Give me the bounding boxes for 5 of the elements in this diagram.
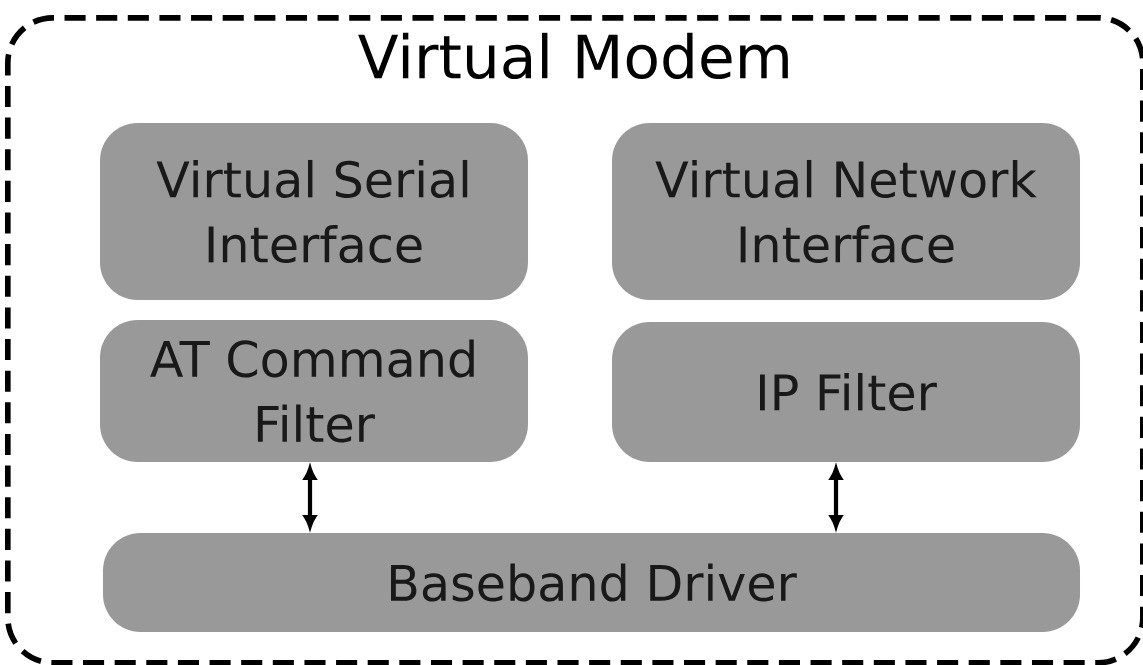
component-box: IP Filter (612, 322, 1080, 462)
component-box: Virtual Network Interface (612, 123, 1080, 300)
component-box: Baseband Driver (103, 533, 1080, 632)
component-box: Virtual Serial Interface (100, 123, 528, 300)
component-box: AT Command Filter (100, 320, 528, 462)
